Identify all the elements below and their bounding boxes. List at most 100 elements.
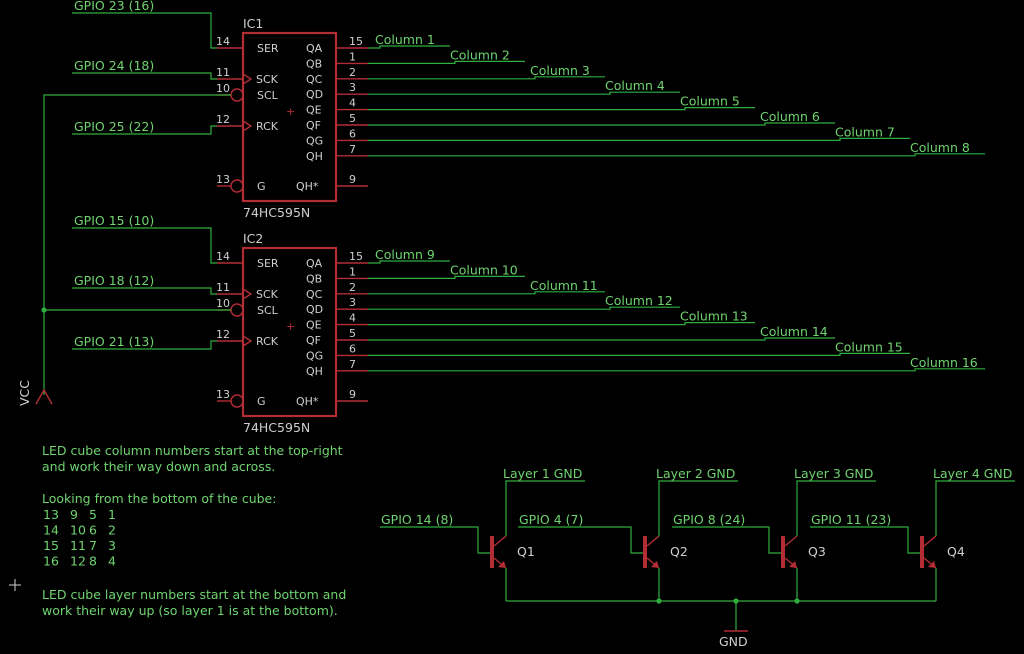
ic2-column-label: Column 9: [375, 247, 435, 262]
transistor-collector-wire: [658, 480, 738, 536]
ic1-pin-label: QD: [306, 88, 323, 101]
ic1-column-label: Column 2: [450, 47, 510, 62]
ic1-column-wire: [368, 153, 985, 157]
ic2-pin-number: 11: [216, 281, 230, 294]
transistor-collector-lead: [646, 535, 660, 547]
ic2-pin-number: 7: [349, 358, 356, 371]
ic2-pin-number: 14: [216, 250, 230, 263]
transistor-emitter-arrow: [789, 561, 797, 568]
grid-cell: 9: [70, 507, 78, 522]
ic2-column-label: Column 11: [530, 278, 598, 293]
ic1-body: [241, 31, 338, 203]
ic1-pin-number: 1: [349, 50, 356, 63]
transistor-base-wire: [810, 526, 920, 554]
transistor-layer-label: Layer 4 GND: [933, 466, 1012, 481]
junction-dot: [794, 598, 800, 604]
ic2-pin-label: QH: [306, 365, 323, 378]
ic1-pin-label: G: [257, 180, 266, 193]
transistor-base-bar: [643, 536, 647, 568]
ic1-clock-triangle: [242, 120, 253, 132]
note-text: LED cube column numbers start at the top…: [42, 443, 343, 458]
ic1-column-label: Column 7: [835, 124, 895, 139]
ic1-clock-triangle: [242, 73, 253, 85]
ic1-pin-number: 12: [216, 113, 230, 126]
ic2-pin-label: QB: [306, 272, 322, 285]
transistor-name: Q2: [670, 544, 688, 559]
ic1-pin-number: 11: [216, 66, 230, 79]
transistor-base-wire: [518, 526, 643, 554]
ic1-column-wire: [368, 106, 755, 111]
ic2-pin-number: 9: [349, 388, 356, 401]
ic1-net-label: GPIO 25 (22): [74, 119, 154, 134]
ic2-column-label: Column 16: [910, 355, 978, 370]
grid-cell: 12: [70, 554, 86, 569]
ic1-pin-label: QE: [306, 104, 322, 117]
ic2-pin-number: 1: [349, 265, 356, 278]
ic2-pin-label: QG: [306, 349, 323, 362]
grid-cell: 2: [108, 523, 116, 538]
ic1-column-label: Column 1: [375, 32, 435, 47]
ic2-pin-number: 12: [216, 328, 230, 341]
transistor-base-bar: [781, 536, 785, 568]
ic2-column-wire: [368, 322, 755, 326]
transistor-emitter-arrow: [498, 561, 506, 568]
ic2-column-label: Column 13: [680, 309, 748, 324]
ic2-column-label: Column 15: [835, 339, 903, 354]
ic2-pin-label: SCK: [256, 288, 279, 301]
ic1-pin-label: SCL: [257, 89, 279, 102]
transistor-gpio-label: GPIO 4 (7): [519, 512, 583, 527]
transistor-collector-wire: [935, 480, 1015, 536]
transistor-emitter-arrow: [928, 561, 936, 568]
ic1-pin-label: QB: [306, 57, 322, 70]
ic2-pin-number: 6: [349, 342, 356, 355]
ic1-column-wire: [368, 76, 605, 80]
ic1-pin-number: 9: [349, 173, 356, 186]
ic1-net-wire: [72, 125, 217, 135]
ic2-column-wire: [368, 291, 605, 295]
ic2-pin-number: 13: [216, 388, 230, 401]
ic1-pin-number: 3: [349, 81, 356, 94]
ic2-column-wire: [368, 337, 835, 341]
ic1-part: 74HC595N: [243, 205, 310, 220]
ic1-pin-label: QH*: [296, 180, 319, 193]
ic1-net-label: GPIO 23 (16): [74, 0, 154, 13]
ic1-pin-number: 6: [349, 127, 356, 140]
ic2-net-label: GPIO 21 (13): [74, 334, 154, 349]
ic2-column-wire: [368, 306, 680, 310]
ic2-net-label: GPIO 18 (12): [74, 273, 154, 288]
ic2-net-wire: [72, 340, 217, 350]
transistor-gpio-label: GPIO 14 (8): [381, 512, 453, 527]
grid-cell: 7: [89, 538, 97, 553]
transistor-base-bar: [920, 536, 924, 568]
note-text: and work their way down and across.: [42, 459, 275, 474]
ic2-column-wire: [368, 260, 450, 264]
transistor-collector-lead: [493, 535, 507, 547]
grid-cell: 5: [89, 507, 97, 522]
ic1-inverter-bubble: [230, 179, 244, 193]
vcc-label: VCC: [17, 380, 32, 406]
ic2-pin-label: QH*: [296, 395, 319, 408]
ic1-column-label: Column 8: [910, 140, 970, 155]
grid-cell: 13: [43, 507, 59, 522]
ic2-inverter-bubble: [230, 303, 244, 317]
grid-cell: 8: [89, 554, 97, 569]
gnd-label: GND: [719, 634, 748, 649]
ic1-pin-number: 5: [349, 112, 356, 125]
ic1-pin-number: 13: [216, 173, 230, 186]
transistor-emitter-arrow: [651, 561, 659, 568]
transistor-name: Q3: [808, 544, 826, 559]
transistor-collector-lead: [923, 535, 937, 547]
grid-cell: 14: [43, 523, 59, 538]
ic2-pin-number: 2: [349, 281, 356, 294]
transistor-collector-wire: [796, 480, 876, 536]
ic2-pin-label: QA: [306, 257, 323, 270]
grid-cell: 4: [108, 554, 116, 569]
transistor-collector-lead: [784, 535, 798, 547]
ic1-inverter-bubble: [230, 88, 244, 102]
ic1-net-wire: [72, 12, 217, 49]
grid-cell: 10: [70, 523, 86, 538]
ic2-body: [241, 246, 338, 418]
